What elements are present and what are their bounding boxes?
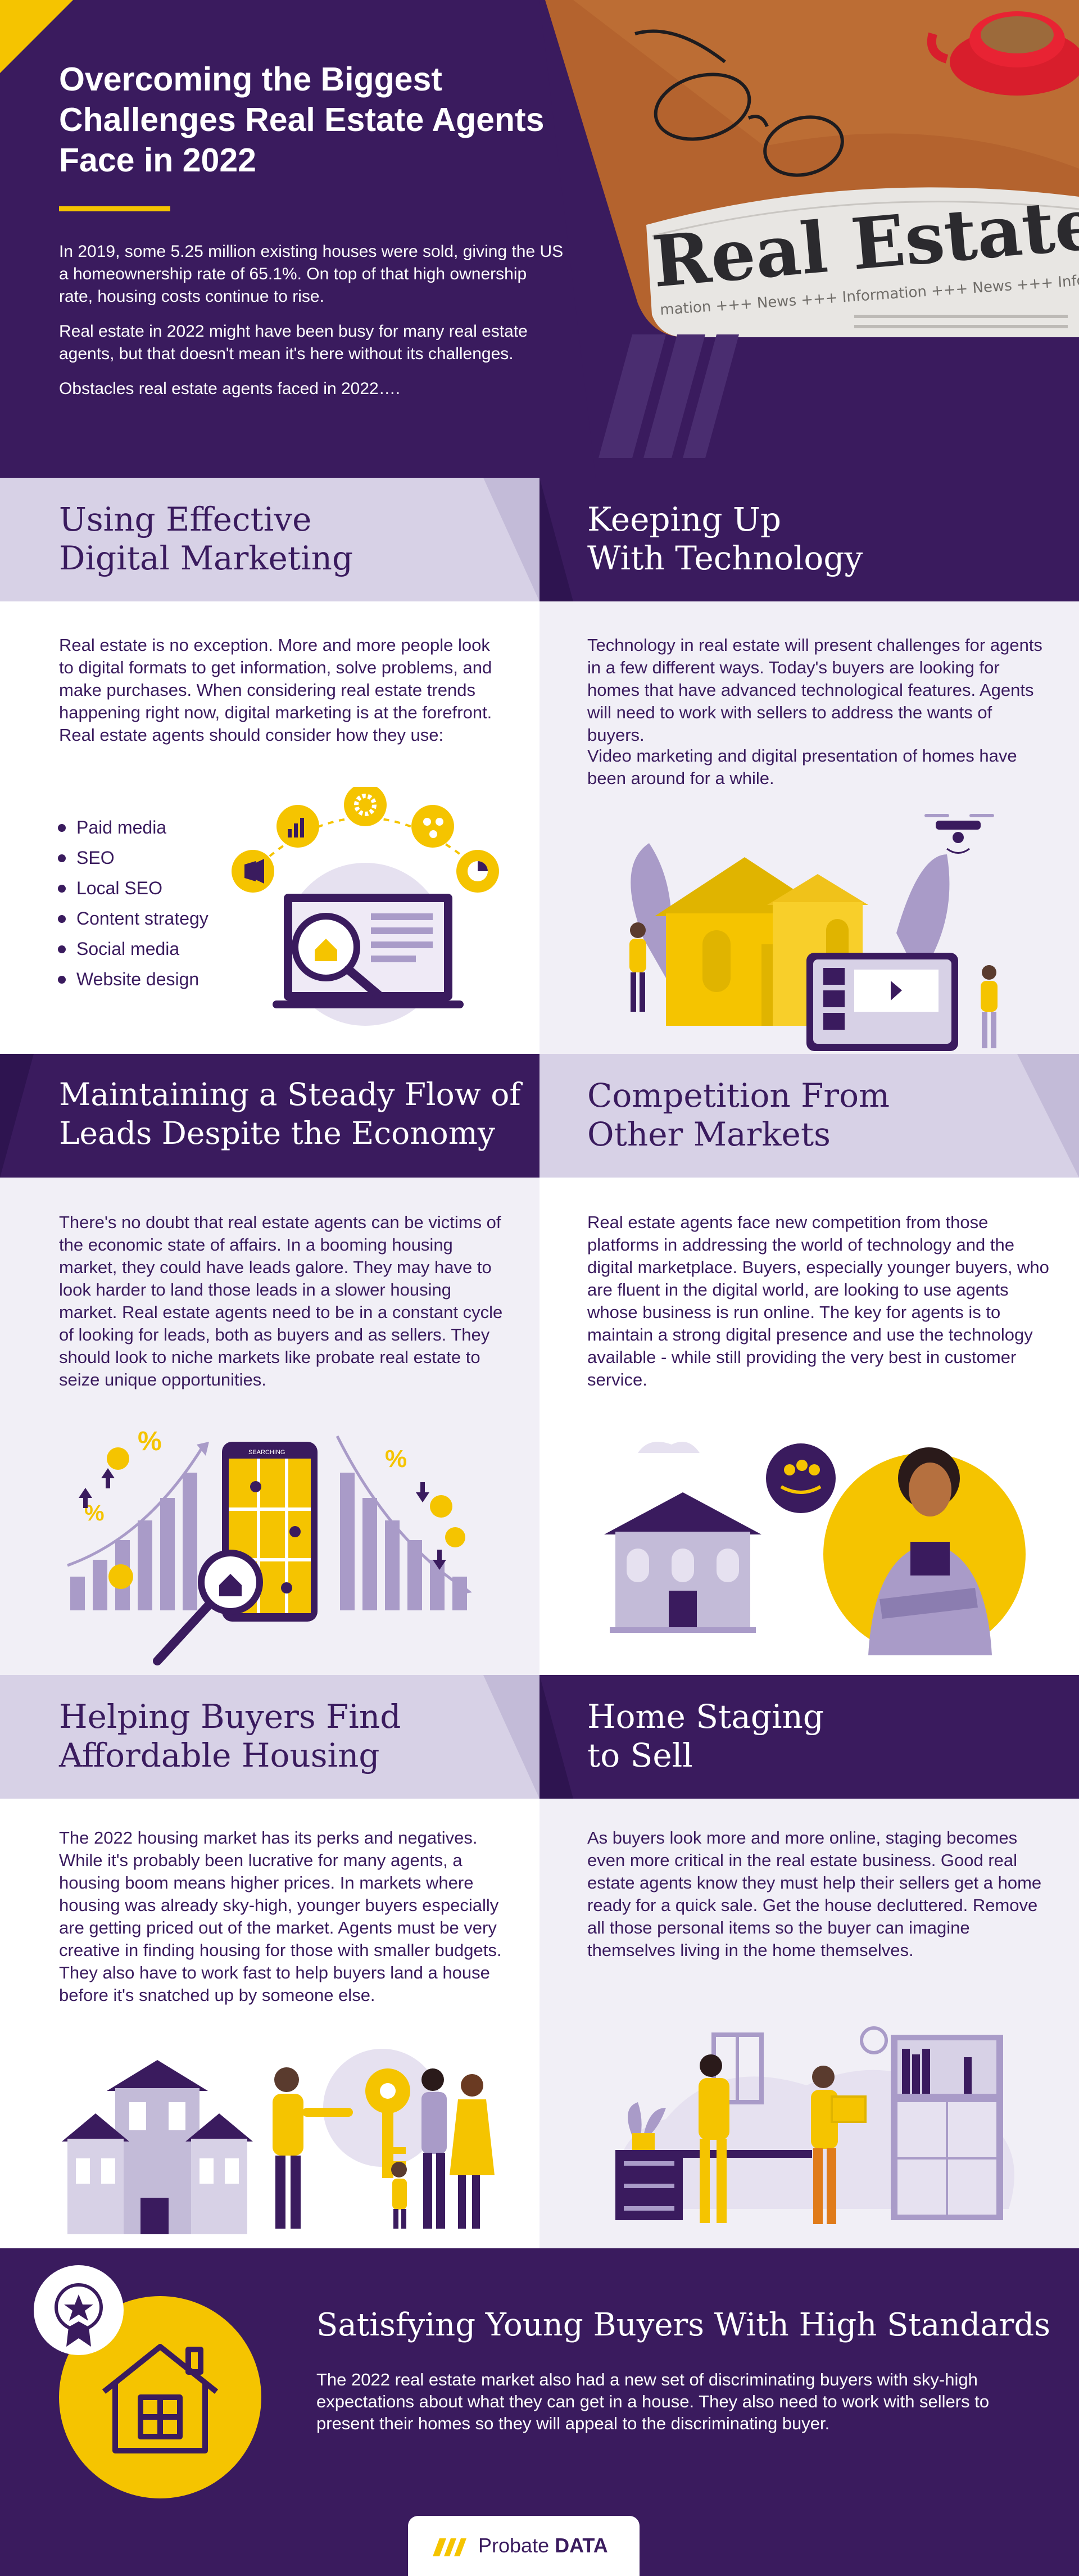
title-underline bbox=[59, 206, 170, 211]
title-line-2: Leads Despite the Economy bbox=[59, 1115, 495, 1151]
brand-word-2: DATA bbox=[555, 2534, 608, 2557]
staging-illustration bbox=[615, 2026, 1014, 2224]
brand-name: Probate DATA bbox=[478, 2534, 608, 2557]
person-agent bbox=[273, 2067, 353, 2229]
rising-bars-icon bbox=[70, 1473, 197, 1610]
panel-competition: Real estate agents face new competition … bbox=[540, 1178, 1079, 1675]
young-buyers-illustration bbox=[34, 2265, 261, 2498]
band-digital-marketing: Using Effective Digital Marketing bbox=[0, 478, 540, 601]
digital-marketing-list: Paid media SEO Local SEO Content strateg… bbox=[58, 812, 208, 994]
band-affordable: Helping Buyers Find Affordable Housing bbox=[0, 1675, 540, 1799]
affordable-body: The 2022 housing market has its perks an… bbox=[59, 1828, 502, 2005]
newspaper-photo: Real Estate mation +++ News +++ Informat… bbox=[540, 0, 1079, 478]
intro-paragraph-3: Obstacles real estate agents faced in 20… bbox=[59, 379, 401, 398]
young-buyers-section: Satisfying Young Buyers With High Standa… bbox=[0, 2248, 1079, 2576]
house-icon bbox=[62, 2060, 253, 2234]
band-staging: Home Staging to Sell bbox=[540, 1675, 1079, 1799]
digital-marketing-illustration bbox=[232, 787, 499, 1026]
technology-body-2: Video marketing and digital presentation… bbox=[587, 746, 1017, 788]
section-title-competition: Competition From Other Markets bbox=[587, 1076, 890, 1154]
falling-bars-icon bbox=[340, 1473, 467, 1610]
woman-agent bbox=[868, 1447, 992, 1655]
brand-word-1: Probate bbox=[478, 2534, 550, 2557]
intro-paragraph-2: Real estate in 2022 might have been busy… bbox=[59, 322, 528, 363]
panel-leads: There's no doubt that real estate agents… bbox=[0, 1178, 540, 1675]
band-decoration bbox=[483, 478, 540, 601]
band-leads: Maintaining a Steady Flow of Leads Despi… bbox=[0, 1054, 540, 1178]
watermark-logo bbox=[599, 334, 739, 458]
leads-illustration: % % SEARCHING % bbox=[67, 1427, 472, 1665]
person-photographer bbox=[629, 922, 646, 1012]
family-buyers bbox=[391, 2068, 495, 2229]
house-icon bbox=[604, 1492, 761, 1633]
section-title-digital-marketing: Using Effective Digital Marketing bbox=[59, 500, 353, 578]
leads-body: There's no doubt that real estate agents… bbox=[59, 1212, 503, 1389]
young-buyers-body: The 2022 real estate market also had a n… bbox=[316, 2370, 990, 2433]
bookshelf-icon bbox=[891, 2035, 1003, 2220]
person-woman-cleaning bbox=[699, 2054, 729, 2223]
list-item: Local SEO bbox=[58, 873, 208, 903]
title-line-2: Digital Marketing bbox=[59, 539, 353, 577]
list-item: Social media bbox=[58, 934, 208, 964]
list-item: Paid media bbox=[58, 812, 208, 843]
percent-symbol: % bbox=[385, 1445, 407, 1473]
title-line-2: to Sell bbox=[587, 1736, 693, 1774]
list-item: Website design bbox=[58, 964, 208, 994]
corner-accent bbox=[0, 0, 73, 73]
intro-text: In 2019, some 5.25 million existing hous… bbox=[59, 241, 565, 413]
title-line-2: Affordable Housing bbox=[59, 1736, 380, 1774]
intro-paragraph-1: In 2019, some 5.25 million existing hous… bbox=[59, 242, 564, 306]
network-icon bbox=[411, 805, 454, 848]
coffee-cup-icon bbox=[927, 11, 1079, 96]
digital-marketing-body: Real estate is no exception. More and mo… bbox=[59, 635, 492, 745]
panel-affordable: The 2022 housing market has its perks an… bbox=[0, 1799, 540, 2248]
clock-icon bbox=[860, 2026, 888, 2054]
technology-body: Technology in real estate will present c… bbox=[587, 635, 1042, 745]
band-technology: Keeping Up With Technology bbox=[540, 478, 1079, 601]
technology-illustration bbox=[629, 814, 998, 1051]
title-line-1: Home Staging bbox=[587, 1697, 824, 1736]
title-line-1: Helping Buyers Find bbox=[59, 1697, 401, 1736]
band-decoration bbox=[0, 1054, 34, 1178]
section-title-leads: Maintaining a Steady Flow of Leads Despi… bbox=[59, 1075, 521, 1153]
phone-label: SEARCHING bbox=[248, 1449, 285, 1456]
competition-illustration bbox=[604, 1442, 1026, 1655]
person-man-with-box bbox=[811, 2066, 867, 2224]
person-presenter bbox=[981, 965, 998, 1048]
title-line-1: Using Effective bbox=[59, 500, 312, 538]
affordable-illustration bbox=[62, 2049, 495, 2234]
title-line-2: With Technology bbox=[587, 539, 863, 577]
house-outline-icon bbox=[102, 2344, 219, 2453]
panel-technology: Technology in real estate will present c… bbox=[540, 601, 1079, 1054]
title-line-1: Maintaining a Steady Flow of bbox=[59, 1076, 521, 1112]
list-item: Content strategy bbox=[58, 903, 208, 934]
page-title: Overcoming the Biggest Challenges Real E… bbox=[59, 61, 545, 179]
staging-body: As buyers look more and more online, sta… bbox=[587, 1828, 1042, 1960]
title-line-1: Keeping Up bbox=[587, 500, 782, 538]
competition-body: Real estate agents face new competition … bbox=[587, 1212, 1049, 1389]
hero-header: Real Estate mation +++ News +++ Informat… bbox=[0, 0, 1079, 478]
star-rating-icon bbox=[766, 1443, 836, 1513]
drone-icon bbox=[924, 814, 994, 854]
band-decoration bbox=[483, 1675, 540, 1799]
section-title-young-buyers: Satisfying Young Buyers With High Standa… bbox=[316, 2307, 1051, 2343]
list-item: SEO bbox=[58, 843, 208, 873]
band-decoration bbox=[1017, 1054, 1079, 1178]
plant-icon bbox=[628, 2102, 666, 2150]
panel-staging: As buyers look more and more online, sta… bbox=[540, 1799, 1079, 2248]
section-title-technology: Keeping Up With Technology bbox=[587, 500, 863, 578]
band-competition: Competition From Other Markets bbox=[540, 1054, 1079, 1178]
band-decoration bbox=[540, 478, 573, 601]
section-title-staging: Home Staging to Sell bbox=[587, 1697, 824, 1775]
gear-icon bbox=[344, 787, 387, 826]
section-title-affordable: Helping Buyers Find Affordable Housing bbox=[59, 1697, 401, 1775]
brand-logo[interactable]: Probate DATA bbox=[408, 2516, 640, 2576]
panel-digital-marketing: Real estate is no exception. More and mo… bbox=[0, 601, 540, 1054]
title-line-2: Other Markets bbox=[587, 1115, 831, 1153]
glasses-icon bbox=[634, 29, 844, 177]
percent-symbol: % bbox=[138, 1427, 162, 1456]
probate-data-logo-icon bbox=[433, 2538, 466, 2556]
band-decoration bbox=[540, 1675, 573, 1799]
title-line-1: Competition From bbox=[587, 1076, 890, 1115]
